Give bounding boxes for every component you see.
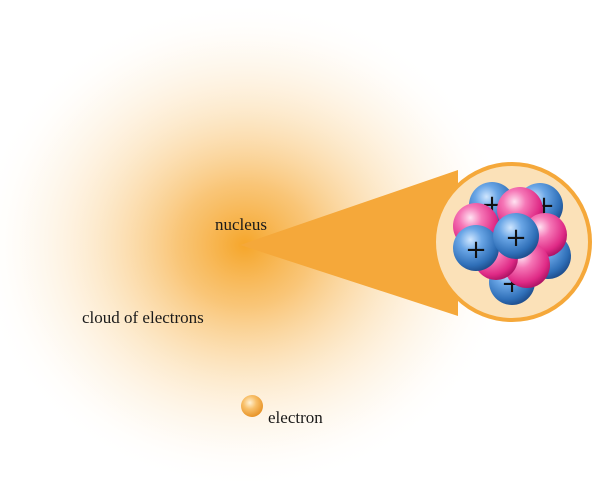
nucleus-magnified: + + + + — [453, 182, 571, 305]
svg-text:+: + — [505, 223, 527, 253]
electron-label: electron — [268, 408, 323, 427]
proton: + — [453, 225, 499, 271]
proton: + — [493, 213, 539, 259]
cloud-label: cloud of electrons — [82, 308, 204, 327]
electron-particle — [241, 395, 263, 417]
nucleus-label: nucleus — [215, 215, 267, 234]
svg-text:+: + — [465, 235, 487, 265]
zoom-beam — [240, 170, 458, 316]
